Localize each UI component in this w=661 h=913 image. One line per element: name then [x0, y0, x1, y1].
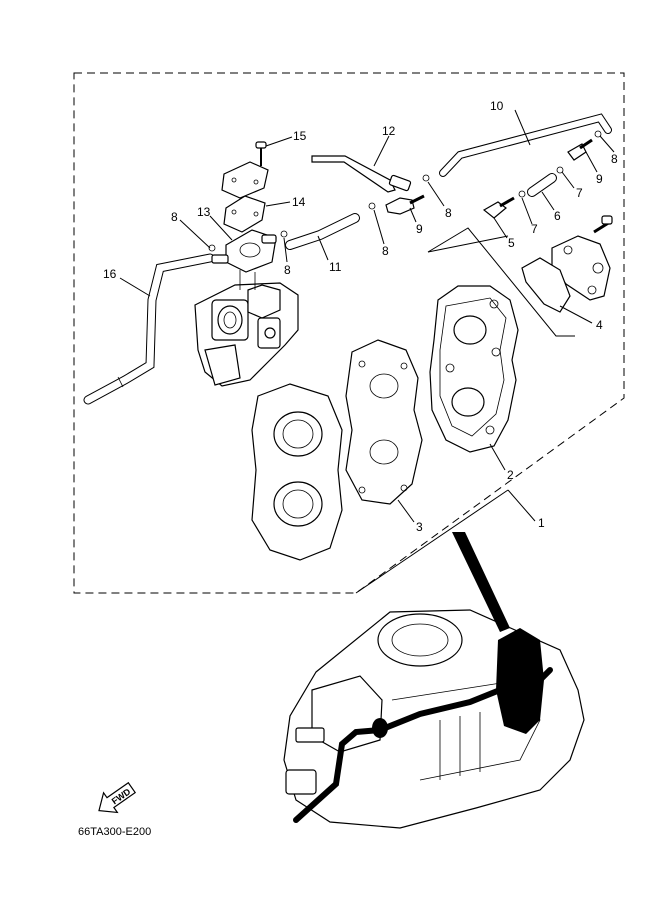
gasket-14	[223, 195, 266, 233]
fitting-group-boundary	[427, 227, 575, 337]
fuel-pump-13	[211, 229, 277, 273]
highlight-cylinder-head	[496, 628, 544, 734]
assembly-group-boundary	[73, 72, 625, 594]
callout-8c: 8	[382, 244, 389, 258]
callout-7b: 7	[576, 186, 583, 200]
hose-6	[527, 173, 557, 197]
callout-11: 11	[329, 260, 342, 274]
callout-9b: 9	[596, 172, 603, 186]
callout-8a: 8	[171, 210, 178, 224]
callout-14: 14	[292, 195, 306, 209]
hose-10	[439, 113, 612, 177]
callout-10: 10	[490, 99, 504, 113]
hose-16	[83, 253, 215, 405]
leader-lines	[119, 109, 615, 594]
callout-7a: 7	[531, 222, 538, 236]
bracket-12	[311, 155, 412, 193]
bracket-4	[521, 215, 613, 313]
carburetor	[194, 270, 299, 387]
callout-1: 1	[538, 516, 545, 530]
highlight-hose	[293, 667, 553, 823]
gasket-3	[345, 339, 423, 505]
fwd-arrow-icon: FWD	[98, 781, 137, 814]
callout-8b: 8	[284, 263, 291, 277]
callout-16: 16	[103, 267, 117, 281]
callout-2: 2	[507, 468, 514, 482]
callout-15: 15	[293, 129, 307, 143]
callout-5: 5	[508, 236, 515, 250]
callout-13: 13	[197, 205, 211, 219]
clips	[208, 130, 602, 252]
cylinder-block-1	[251, 383, 343, 561]
cylinder-head-2	[429, 285, 519, 453]
callout-9a: 9	[416, 222, 423, 236]
callout-8e: 8	[611, 152, 618, 166]
callout-8d: 8	[445, 206, 452, 220]
location-pointer	[452, 532, 510, 632]
pump-cover	[221, 161, 269, 199]
joint-9-left	[385, 194, 425, 215]
callout-12: 12	[382, 124, 396, 138]
screw-15	[255, 141, 267, 166]
check-valve-5	[482, 196, 515, 219]
callout-6: 6	[554, 209, 561, 223]
callout-4: 4	[596, 318, 603, 332]
callout-3: 3	[416, 520, 423, 534]
hose-11	[285, 213, 360, 250]
diagram-code: 66TA300-E200	[78, 826, 151, 838]
